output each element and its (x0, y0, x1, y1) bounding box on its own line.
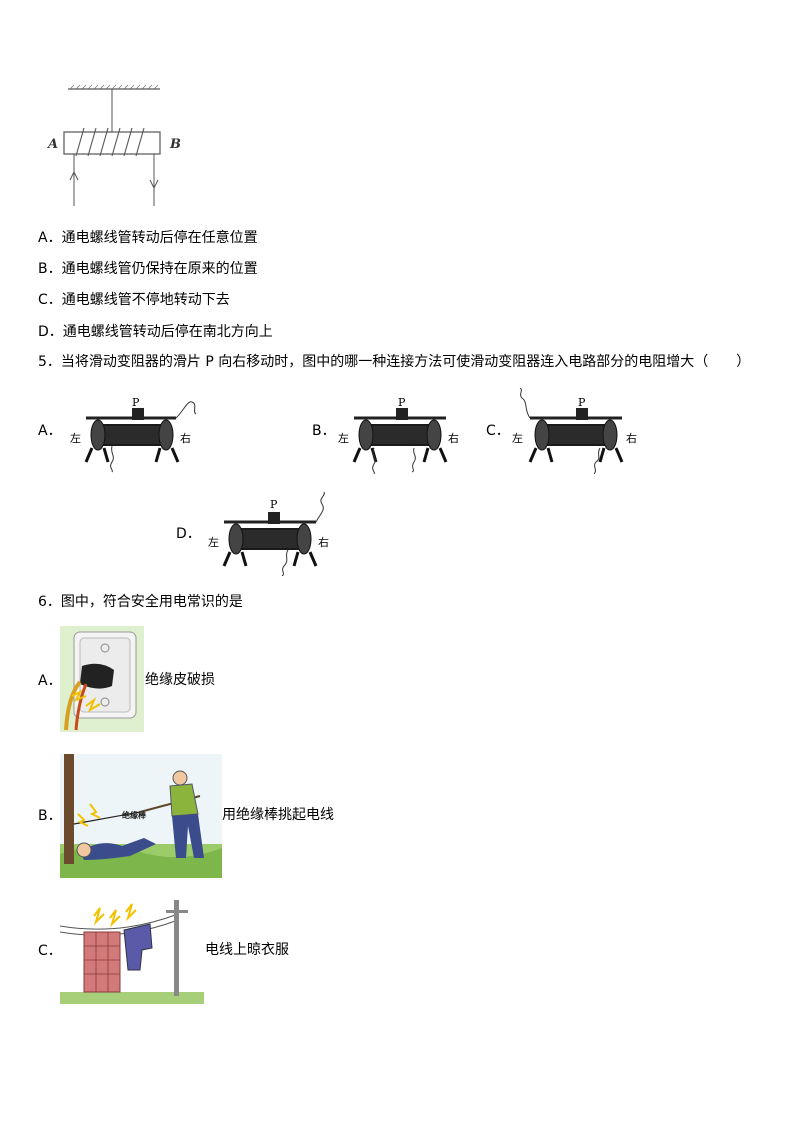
rheostat-c-right: 右 (626, 431, 637, 445)
q4-option-a: A．通电螺线管转动后停在任意位置 (38, 230, 258, 246)
rheostat-d-left: 左 (208, 536, 219, 549)
q4-option-d: D．通电螺线管转动后停在南北方向上 (38, 324, 273, 340)
q6-option-a-caption: 绝缘皮破损 (145, 672, 215, 688)
q6-option-c-letter: C． (38, 943, 62, 959)
rheostat-a: P 左 右 (70, 396, 197, 473)
rheostat-a-p: P (132, 396, 140, 409)
q4-option-c: C．通电螺线管不停地转动下去 (38, 292, 230, 308)
clothes-on-wire-image (60, 896, 204, 1004)
rheostat-b-left: 左 (338, 432, 349, 445)
rheostat-b-p: P (398, 396, 406, 409)
q4-option-b: B．通电螺线管仍保持在原来的位置 (38, 261, 258, 277)
q6-option-b-caption: 用绝缘棒挑起电线 (222, 807, 334, 823)
rheostat-c: P 左 右 (512, 388, 637, 474)
rheostat-b-right: 右 (448, 431, 459, 445)
damaged-socket-image (60, 626, 144, 732)
solenoid-label-b: B (169, 137, 181, 152)
q5-option-d-letter: D． (176, 526, 201, 542)
q6-option-a-letter: A． (38, 673, 62, 689)
rheostat-b: P 左 右 (338, 396, 459, 474)
q5-option-b-letter: B． (312, 423, 336, 439)
rheostat-a-right: 右 (180, 431, 191, 445)
insulated-stick-label: 绝缘棒 (122, 810, 147, 820)
q5-option-a-letter: A． (38, 423, 62, 439)
solenoid-label-a: A (46, 137, 58, 152)
insulated-stick-image: 绝缘棒 (60, 754, 222, 878)
rheostat-d-right: 右 (318, 535, 329, 549)
rheostat-c-p: P (578, 396, 586, 409)
q5-stem: 5．当将滑动变阻器的滑片 P 向右移动时，图中的哪一种连接方法可使滑动变阻器连入… (38, 354, 751, 370)
rheostat-c-left: 左 (512, 432, 523, 445)
rheostat-d: P 左 右 (208, 491, 329, 576)
solenoid-figure: A B (46, 84, 181, 206)
q6-stem: 6．图中，符合安全用电常识的是 (38, 594, 243, 610)
rheostat-a-left: 左 (70, 432, 81, 445)
q6-option-c-caption: 电线上晾衣服 (205, 942, 289, 958)
rheostat-d-p: P (270, 498, 278, 511)
q6-option-b-letter: B． (38, 808, 62, 824)
q5-option-c-letter: C． (486, 423, 510, 439)
